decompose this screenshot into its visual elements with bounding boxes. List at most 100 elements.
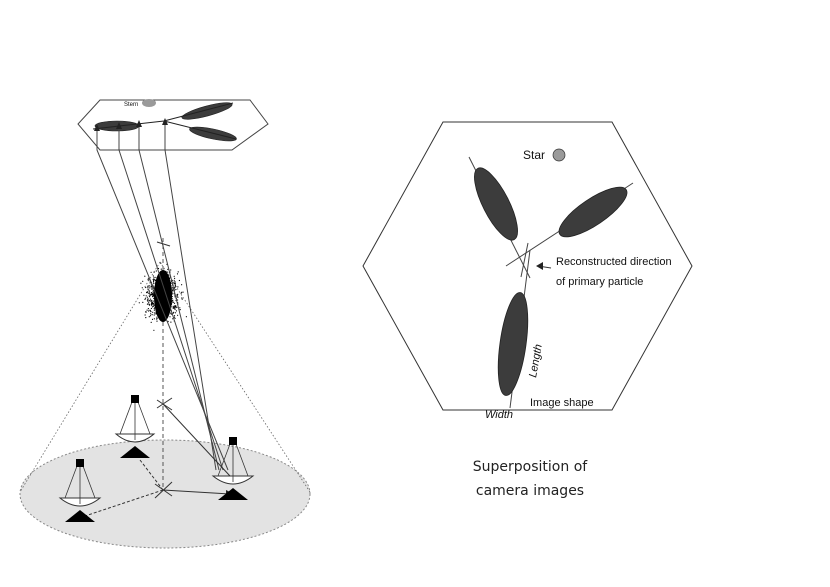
- direction-label-line2: of primary particle: [556, 276, 643, 288]
- shower-particle: [148, 279, 150, 281]
- shower-particle: [185, 316, 187, 318]
- shower-particle: [153, 282, 155, 285]
- shower-particle: [146, 303, 149, 305]
- shower-particle: [154, 312, 156, 314]
- shower-particle: [150, 286, 152, 288]
- ground-light-pool: [19, 439, 311, 549]
- shower-particle: [148, 291, 151, 293]
- shower-particle: [146, 296, 148, 298]
- direction-label-line1: Reconstructed direction: [556, 256, 672, 268]
- shower-particle: [144, 275, 146, 277]
- star-label: Star: [523, 148, 545, 162]
- shower-core: [154, 270, 172, 322]
- shower-particle: [151, 287, 153, 289]
- shower-particle: [174, 308, 176, 310]
- shower-particle: [149, 296, 151, 298]
- shower-particle: [152, 300, 154, 302]
- shower-particle: [177, 271, 179, 273]
- shower-particle: [174, 283, 176, 285]
- shower-particle: [150, 292, 152, 294]
- shower-particle: [181, 297, 183, 299]
- shower-particle: [151, 304, 153, 306]
- shower-particle: [146, 309, 148, 311]
- shower-particle: [178, 279, 180, 282]
- shower-particle: [157, 267, 160, 270]
- image-ellipse-bottom: [497, 292, 529, 396]
- shower-particle: [149, 300, 151, 302]
- shower-particle: [153, 318, 155, 320]
- shower-particle: [167, 268, 169, 270]
- projection-arrowheads: [94, 118, 168, 131]
- shower-particle: [147, 289, 149, 291]
- shower-particle: [152, 292, 154, 294]
- shower-particle: [152, 275, 154, 277]
- shower-particle: [177, 299, 179, 301]
- shower-particle: [174, 277, 176, 279]
- shower-particle: [166, 271, 168, 273]
- length-label: Length: [527, 343, 545, 378]
- shower-particle: [144, 298, 146, 300]
- shower-particle: [147, 285, 149, 287]
- direction-pointer-head: [536, 262, 543, 270]
- shower-particle: [141, 287, 143, 289]
- light-cone-right-edge: [159, 261, 311, 493]
- shower-particle: [156, 316, 158, 318]
- shower-particle: [149, 310, 151, 312]
- shower-particle: [177, 296, 179, 298]
- shower-particle: [152, 305, 154, 307]
- shower-particle: [173, 315, 176, 317]
- shower-particle: [181, 284, 183, 286]
- shower-particle: [153, 277, 155, 279]
- shower-particle: [152, 278, 154, 281]
- shower-particle: [150, 300, 152, 302]
- shower-particle: [151, 302, 153, 304]
- shower-particle: [148, 316, 150, 318]
- shower-particle: [179, 309, 181, 311]
- shower-particle: [148, 285, 150, 287]
- shower-particle: [172, 307, 174, 309]
- shower-particle: [174, 307, 176, 309]
- caption: Superposition of camera images: [440, 455, 620, 503]
- right-panel: Star Reconstructed direction of primary …: [362, 121, 693, 421]
- shower-particle: [145, 286, 147, 289]
- shower-particle: [170, 312, 172, 314]
- shower-particle: [174, 305, 176, 308]
- shower-particle: [172, 305, 174, 307]
- shower-particle: [173, 311, 175, 313]
- star-label-left: Stern: [124, 102, 138, 108]
- shower-particle: [174, 286, 176, 288]
- shower-particle: [173, 302, 176, 304]
- shower-particle: [150, 307, 152, 310]
- shower-particle: [147, 279, 149, 281]
- projection-lines: [96, 122, 229, 471]
- shower-particle: [146, 291, 148, 293]
- width-label: Width: [485, 409, 513, 421]
- shower-particle: [147, 277, 149, 279]
- shower-particle: [149, 282, 151, 284]
- shower-particle: [151, 318, 154, 320]
- shower-particle: [155, 318, 158, 320]
- shower-particle: [170, 313, 172, 315]
- shower-particle: [176, 296, 178, 298]
- telescope-2: [211, 437, 255, 500]
- telescope-1: [114, 395, 156, 458]
- shower-particle: [153, 278, 155, 281]
- ground-reconstruction-lines: [84, 241, 231, 517]
- shower-particle: [168, 274, 170, 276]
- shower-particle: [171, 300, 173, 302]
- shower-particle: [180, 292, 182, 294]
- shower-particle: [147, 308, 149, 310]
- shower-particle: [138, 302, 140, 304]
- shower-particle: [173, 283, 175, 285]
- shower-particle: [151, 314, 153, 316]
- shower-particle: [174, 305, 176, 307]
- caption-line2: camera images: [475, 483, 585, 499]
- shower-particle: [160, 268, 162, 270]
- shower-particle: [176, 295, 178, 297]
- shower-particle: [171, 287, 173, 289]
- shower-particle: [148, 310, 150, 312]
- shower-particle: [170, 321, 172, 323]
- shower-particle: [155, 270, 157, 272]
- shower-particle: [153, 281, 155, 283]
